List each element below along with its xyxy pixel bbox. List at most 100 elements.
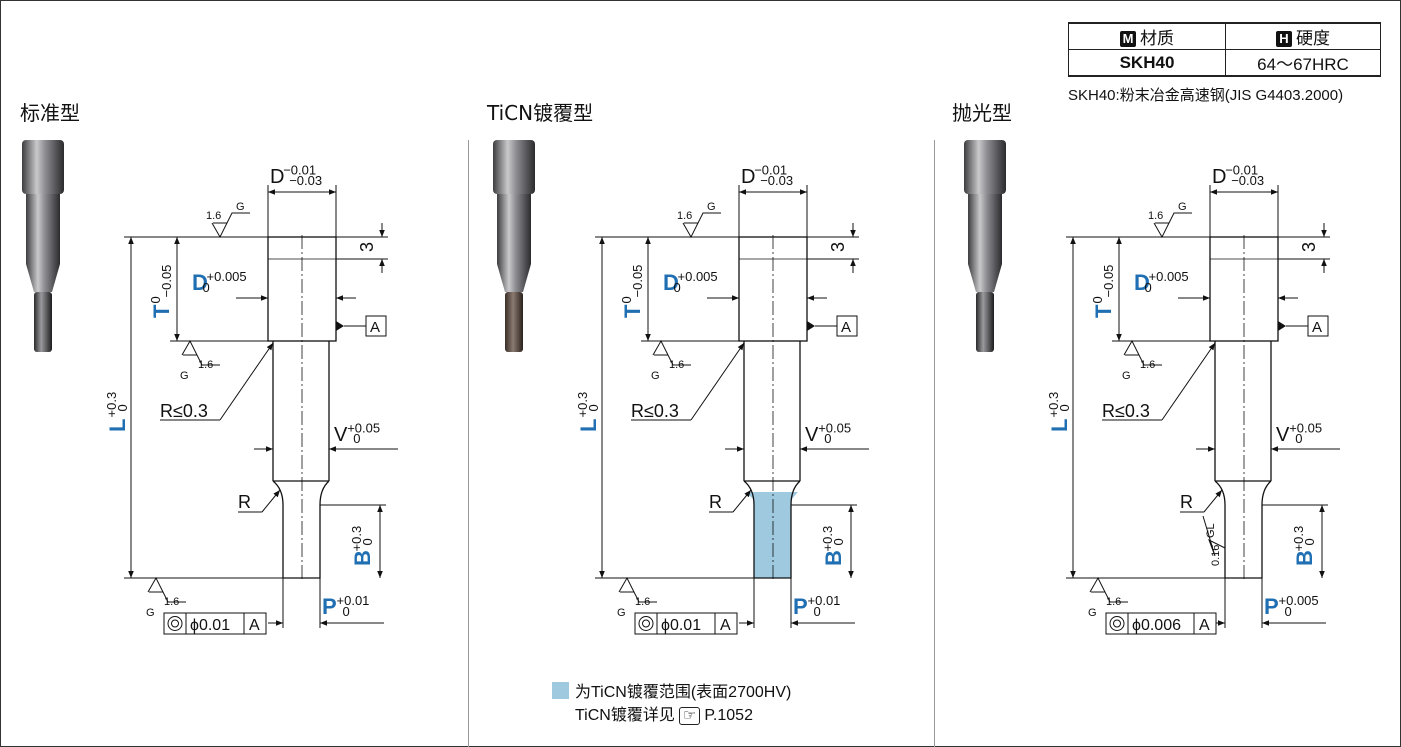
punch-photo-tip [505, 292, 523, 352]
roughness-head-check [181, 339, 220, 366]
roughness-head-g: G [1122, 370, 1131, 382]
roughness-top-value: 1.6 [677, 210, 692, 222]
dim-T-label: T0−0.05 [619, 265, 645, 318]
concentricity-icon-inner [171, 619, 179, 628]
dim-P-label: P+0.010 [322, 593, 369, 619]
punch-tip [743, 480, 801, 579]
dim-T-label: T0−0.05 [1090, 265, 1116, 318]
datum-triangle [807, 321, 815, 331]
dim-P-label-upper: +0.01 [337, 593, 370, 608]
dim-B-label-upper: +0.3 [820, 526, 835, 552]
dim-T-label-letter: T [149, 304, 174, 318]
dim-D-top-label: D−0.01−0.03 [270, 163, 322, 188]
dim-B-label-upper: +0.3 [349, 526, 364, 552]
datum-box [1307, 315, 1329, 337]
tolerance-frame [634, 612, 738, 635]
tolerance-datum: A [249, 617, 260, 634]
label-R2: R [1180, 492, 1193, 512]
dim-L-label-letter: L [105, 419, 130, 432]
punch-shank [1214, 341, 1272, 482]
tolerance-value: ϕ0.006 [1132, 617, 1181, 634]
dim-B-label-lower: 0 [360, 538, 375, 545]
datum-box [836, 315, 858, 337]
dim-T-label-letter: T [1091, 304, 1116, 318]
roughness-head-check [1123, 339, 1162, 366]
dim-D-head-label-lower: 0 [203, 280, 210, 295]
roughness-top: 1.6G [677, 201, 721, 239]
concentricity-icon [1109, 616, 1125, 631]
dim-L-label-upper: +0.3 [104, 392, 119, 418]
gl-symbol [1202, 515, 1226, 557]
roughness-head-value: 1.6 [198, 359, 213, 371]
dim-D-head-label-lower: 0 [1145, 280, 1152, 295]
variant-title-ticn: TiCN镀覆型 [487, 101, 594, 125]
datum-triangle [336, 321, 344, 331]
dim-T-label-letter: T [620, 304, 645, 318]
roughness-top-value: 1.6 [206, 210, 221, 222]
hardness-value: 64～67HRC [1225, 49, 1381, 77]
dim-V-label: V+0.050 [805, 421, 851, 446]
dim-T-label-upper: 0 [619, 296, 634, 303]
roughness-head-check [652, 339, 691, 366]
dim-D-top-label-upper: −0.01 [754, 163, 787, 178]
dim-P-label-letter: P [1264, 594, 1279, 619]
roughness-head-value: 1.6 [1140, 359, 1155, 371]
roughness-bottom-g: G [617, 607, 626, 619]
dim-D-top-label-letter: D [1212, 166, 1226, 188]
separator-2 [934, 140, 935, 747]
concentricity-icon [638, 616, 654, 631]
roughness-top-value: 1.6 [1148, 210, 1163, 222]
dim-B-label-lower: 0 [1302, 538, 1317, 545]
dim-P-label-letter: P [793, 594, 808, 619]
dim-P-label-letter: P [322, 594, 337, 619]
dim-L-label-lower: 0 [1057, 404, 1072, 411]
roughness-head: 1.6G [1122, 339, 1162, 382]
dim-T-label-upper: 0 [1090, 296, 1105, 303]
material-header-label: 材质 [1140, 29, 1174, 48]
dim-B-label: B+0.30 [1291, 526, 1317, 566]
dim-T-label-lower: −0.05 [1101, 265, 1116, 298]
dim-V-label-letter: V [334, 424, 348, 446]
leader-R1 [690, 342, 745, 421]
dim-L-label: L+0.30 [104, 392, 130, 432]
roughness-bottom: 1.6G [617, 576, 657, 619]
dim-P-label-lower: 0 [814, 604, 821, 619]
punch-photo-tip [34, 292, 52, 352]
punch-photo-taper [26, 264, 60, 292]
dim-D-top-label: D−0.01−0.03 [1212, 163, 1264, 188]
dim-V-label-letter: V [805, 424, 819, 446]
tolerance-value: ϕ0.01 [661, 617, 701, 634]
roughness-bottom-check [147, 576, 186, 603]
legend-page-ref[interactable]: P.1052 [704, 707, 753, 724]
legend-text-1: 为TiCN镀覆范围(表面2700HV) [575, 684, 792, 701]
legend-text-2: TiCN镀覆详见 [575, 707, 675, 724]
coating-swatch [552, 682, 569, 699]
dim-D-top-label: D−0.01−0.03 [741, 163, 793, 188]
pointing-hand-icon: ☞ [678, 707, 701, 725]
label-R1: R≤0.3 [1102, 401, 1150, 421]
dim-B-label: B+0.30 [820, 526, 846, 566]
variant-title-standard: 标准型 [20, 101, 80, 125]
roughness-top: 1.6G [206, 201, 250, 239]
dim-P-label-lower: 0 [343, 604, 350, 619]
roughness-bottom-g: G [1088, 607, 1097, 619]
roughness-top: 1.6G [1148, 201, 1192, 239]
dim-P-label-upper: +0.005 [1279, 593, 1319, 608]
punch-shank [743, 341, 801, 482]
dim-L-label: L+0.30 [575, 392, 601, 432]
dim-B-label-upper: +0.3 [1291, 526, 1306, 552]
concentricity-icon-inner [642, 619, 650, 628]
dim-T-label-lower: −0.05 [159, 265, 174, 298]
punch-photo-head [964, 140, 1006, 194]
roughness-top-check [211, 212, 250, 239]
tolerance-datum: A [720, 617, 731, 634]
variant-drawing-0: D−0.01−0.0331.6GD+0.0050T0−0.05A1.6GR≤0.… [22, 140, 398, 635]
dim-V-label-lower: 0 [353, 431, 360, 446]
tolerance-datum: A [1199, 617, 1210, 634]
punch-photo-2 [964, 140, 1006, 352]
datum-triangle [1278, 321, 1286, 331]
